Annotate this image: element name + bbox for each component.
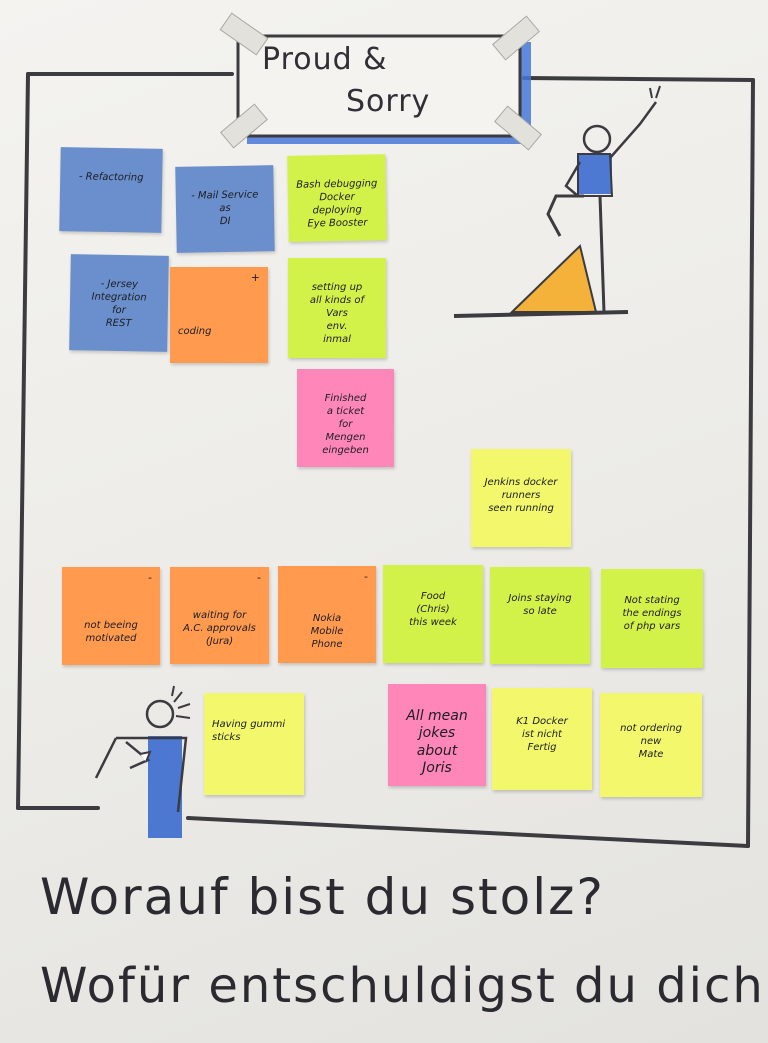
sticky-note-refactoring: - Refactoring: [59, 147, 163, 233]
sticky-note-nokia-phone: - Nokia Mobile Phone: [278, 566, 376, 663]
note-text: waiting for A.C. approvals (Jura): [183, 610, 256, 647]
sticky-note-mail-service: - Mail Service as DI: [175, 165, 275, 253]
note-text: not ordering new Mate: [620, 723, 682, 760]
sticky-note-gummi-sticks: Having gummi sticks: [204, 693, 304, 795]
note-text: Jenkins docker runners seen running: [484, 477, 558, 514]
note-text: Having gummi sticks: [212, 719, 286, 743]
note-sign: -: [364, 570, 368, 583]
sticky-note-food: Food (Chris) this week: [383, 565, 483, 663]
question-proud: Worauf bist du stolz?: [40, 868, 605, 926]
sticky-note-jersey: - Jersey Integration for REST: [69, 254, 169, 352]
title-box: [219, 12, 542, 151]
note-text: coding: [178, 326, 212, 337]
note-text: Joins staying so late: [508, 593, 572, 617]
sticky-note-bash-debugging: Bash debugging Docker deploying Eye Boos…: [287, 154, 387, 242]
title-line-2: Sorry: [346, 84, 431, 119]
note-text: not beeing motivated: [84, 620, 138, 644]
sticky-note-not-ordering: not ordering new Mate: [600, 693, 702, 797]
note-text: Not stating the endings of php vars: [622, 595, 682, 632]
note-text: All mean jokes about Joris: [406, 707, 468, 777]
sticky-note-finished-ticket: Finished a ticket for Mengen eingeben: [297, 369, 394, 467]
note-text: Nokia Mobile Phone: [310, 613, 344, 650]
note-text: - Jersey Integration for REST: [91, 278, 147, 330]
note-text: Food (Chris) this week: [409, 591, 457, 628]
note-text: - Mail Service as DI: [191, 189, 259, 228]
note-sign: -: [148, 571, 152, 584]
sticky-note-not-stating: Not stating the endings of php vars: [601, 569, 703, 668]
title-line-1: Proud &: [262, 42, 388, 77]
sticky-note-joins-staying: Joins staying so late: [490, 567, 590, 664]
proud-figure: [453, 85, 661, 318]
sorry-figure: [94, 685, 191, 838]
sticky-note-mean-jokes: All mean jokes about Joris: [388, 684, 486, 786]
note-text: Finished a ticket for Mengen eingeben: [322, 393, 369, 456]
note-sign: -: [257, 571, 261, 584]
note-text: Bash debugging Docker deploying Eye Boos…: [296, 178, 378, 230]
note-text: K1 Docker ist nicht Fertig: [516, 716, 568, 753]
sticky-note-k1-docker: K1 Docker ist nicht Fertig: [492, 688, 592, 790]
question-sorry: Wofür entschuldigst du dich?: [40, 958, 768, 1014]
sticky-note-not-motivated: - not beeing motivated: [62, 567, 160, 665]
board-frame: [16, 72, 755, 848]
sticky-note-jenkins: Jenkins docker runners seen running: [471, 449, 571, 547]
note-text: - Refactoring: [78, 171, 144, 184]
sticky-note-setting-up: setting up all kinds of Vars env. inmal: [288, 258, 386, 358]
sticky-note-waiting-approvals: - waiting for A.C. approvals (Jura): [170, 567, 269, 664]
sticky-note-coding: + coding: [170, 267, 268, 363]
note-sign: +: [250, 271, 260, 284]
note-text: setting up all kinds of Vars env. inmal: [309, 282, 365, 345]
